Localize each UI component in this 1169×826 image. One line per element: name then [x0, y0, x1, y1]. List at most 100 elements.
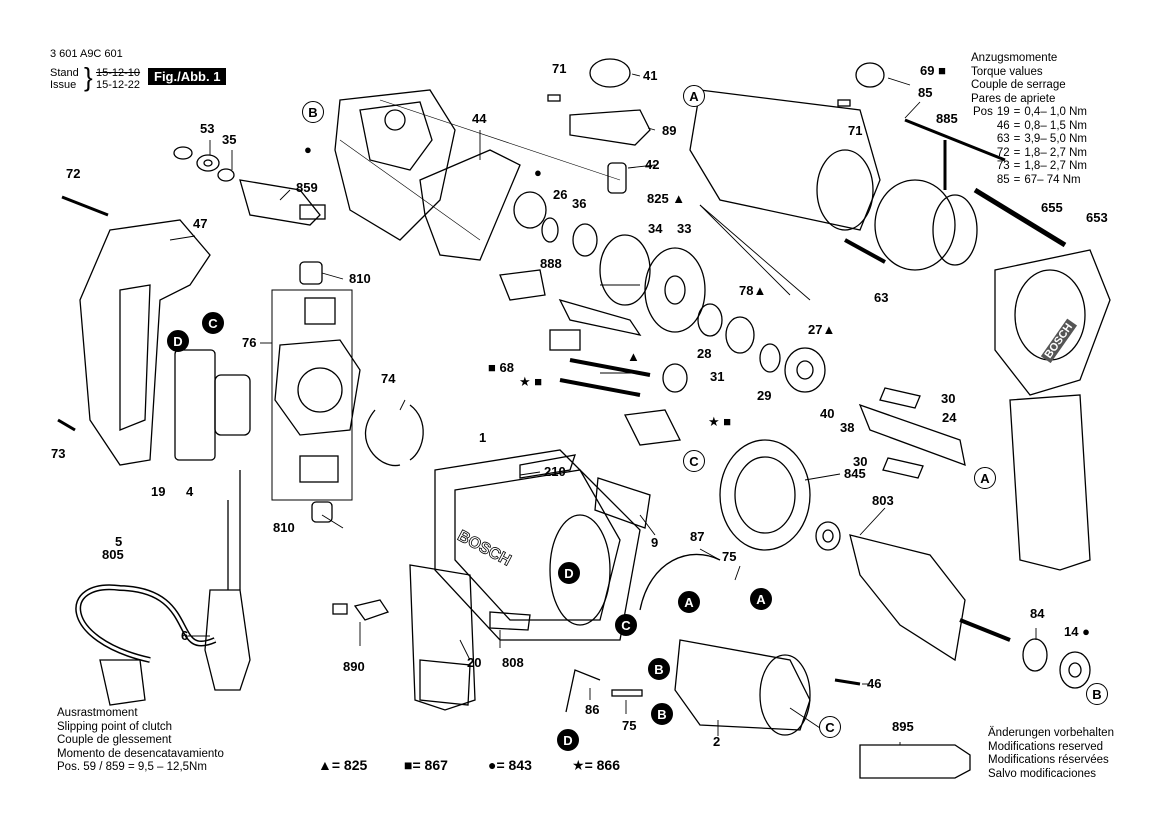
legend-star: ★= 866 [572, 757, 620, 773]
part-label-42: 42 [645, 157, 660, 172]
part-label-71: 71 [552, 61, 567, 76]
part-label-44: 44 [472, 111, 487, 126]
callout-c-right: C [683, 450, 705, 472]
part-label-5: 5 [115, 534, 123, 549]
callout-c-filled: C [202, 312, 224, 334]
figure-label: Fig./Abb. 1 [148, 68, 227, 85]
part-label-825: 825 ▲ [647, 191, 686, 206]
part-label-845: 845 [844, 466, 866, 481]
table-row: 73 = 1,8– 2,7 Nm [971, 160, 1089, 174]
torque-range: 1,8– 2,7 Nm [1024, 146, 1087, 159]
part-label-89: 89 [662, 123, 677, 138]
torque-rows: Pos 19 = 0,4– 1,0 Nm 46 = 0,8– 1,5 Nm 63… [971, 106, 1089, 187]
stand-label: Stand [50, 67, 79, 79]
torque-range: 3,9– 5,0 Nm [1024, 133, 1087, 145]
callout-d-filled: D [167, 330, 189, 352]
slip-line-es: Momento de desencatavamiento [57, 747, 224, 760]
torque-range: 1,8– 2,7 Nm [1024, 160, 1087, 172]
callout-b-top: B [302, 101, 324, 123]
part-label-36: 36 [572, 196, 587, 211]
part-label-655: 655 [1041, 200, 1063, 215]
slip-line-en: Slipping point of clutch [57, 720, 173, 733]
part-label-810a: 810 [349, 271, 371, 286]
part-label-30a: 30 [941, 391, 956, 406]
part-label-47: 47 [193, 216, 208, 231]
part-label-653: 653 [1086, 210, 1108, 225]
torque-pos: 19 [996, 106, 1010, 118]
slip-note: Ausrastmoment Slipping point of clutch C… [57, 707, 224, 775]
legend-square: ■= 867 [404, 757, 448, 773]
changes-es: Salvo modificaciones [988, 767, 1097, 780]
part-label-41: 41 [643, 68, 658, 83]
part-label-24: 24 [942, 410, 957, 425]
changes-de: Änderungen vorbehalten [988, 727, 1114, 739]
part-label-4: 4 [186, 484, 194, 499]
torque-pos: 72 [996, 146, 1010, 159]
torque-range: 0,4– 1,0 Nm [1024, 106, 1087, 118]
part-label-85: 85 [918, 85, 933, 100]
table-row: 46 = 0,8– 1,5 Nm [971, 120, 1089, 134]
part-label-6: 6 [181, 628, 189, 643]
part-label-895: 895 [892, 719, 914, 734]
part-label-20: 20 [467, 655, 482, 670]
part-label-803: 803 [872, 493, 894, 508]
callout-d-mid: D [558, 562, 580, 584]
part-number: 3 601 A9C 601 [50, 48, 123, 60]
torque-eq: = [1013, 173, 1021, 186]
stand-date: 15-12-10 [96, 67, 141, 79]
torque-table: Anzugsmomente Torque values Couple de se… [971, 52, 1089, 187]
part-label-75a: 75 [722, 549, 737, 564]
torque-title-fr: Couple de serrage [971, 79, 1066, 91]
torque-pos: 85 [996, 173, 1010, 186]
part-label-35: 35 [222, 132, 237, 147]
torque-range: 0,8– 1,5 Nm [1024, 119, 1087, 132]
slip-line-fr: Couple de glessement [57, 734, 172, 746]
changes-fr: Modifications réservées [988, 754, 1109, 766]
part-label-40: 40 [820, 406, 835, 421]
part-label-805: 805 [102, 547, 124, 562]
part-label-87: 87 [690, 529, 705, 544]
changes-en: Modifications reserved [988, 740, 1104, 753]
part-label-2: 2 [713, 734, 721, 749]
part-label-29: 29 [757, 388, 772, 403]
part-label-34: 34 [648, 221, 663, 236]
part-label-84: 84 [1030, 606, 1045, 621]
callout-b-stator: B [648, 658, 670, 680]
callout-b-wire: B [651, 703, 673, 725]
callout-c-wire: C [615, 614, 637, 636]
part-label-210: 210 [544, 464, 566, 479]
table-row: 85 = 67– 74 Nm [971, 174, 1089, 188]
callout-c-bottom: C [819, 716, 841, 738]
part-label-28: 28 [697, 346, 712, 361]
torque-pos: 63 [996, 133, 1010, 145]
part-label-19: 19 [151, 484, 166, 499]
issue-date: 15-12-22 [96, 79, 141, 91]
part-label-810b: 810 [273, 520, 295, 535]
torque-eq: = [1013, 119, 1021, 132]
callout-d-bottom: D [557, 729, 579, 751]
part-label-9: 9 [651, 535, 659, 550]
legend-triangle: ▲= 825 [318, 757, 368, 773]
slip-pos: Pos. 59 / 859 = 9,5 – 12,5Nm [57, 761, 207, 773]
callout-b-bottom: B [1086, 683, 1108, 705]
torque-eq: = [1013, 133, 1021, 145]
part-label-72: 72 [66, 166, 81, 181]
part-label-46: 46 [867, 676, 882, 691]
callout-a-stator: A [678, 591, 700, 613]
part-label-71b: 71 [848, 123, 863, 138]
dot-marker: ● [534, 165, 542, 180]
part-label-75b: 75 [622, 718, 637, 733]
torque-range: 67– 74 Nm [1024, 173, 1081, 186]
part-label-31: 31 [710, 369, 725, 384]
pos-header: Pos [973, 106, 993, 118]
torque-eq: = [1013, 146, 1021, 159]
callout-a-top: A [683, 85, 705, 107]
part-label-808: 808 [502, 655, 524, 670]
torque-eq: = [1013, 106, 1021, 118]
star-square-marker-a: ★ ■ [519, 374, 543, 389]
part-label-27: 27▲ [808, 322, 836, 337]
part-label-38: 38 [840, 420, 855, 435]
table-row: 63 = 3,9– 5,0 Nm [971, 133, 1089, 147]
torque-title-en: Torque values [971, 65, 1043, 78]
